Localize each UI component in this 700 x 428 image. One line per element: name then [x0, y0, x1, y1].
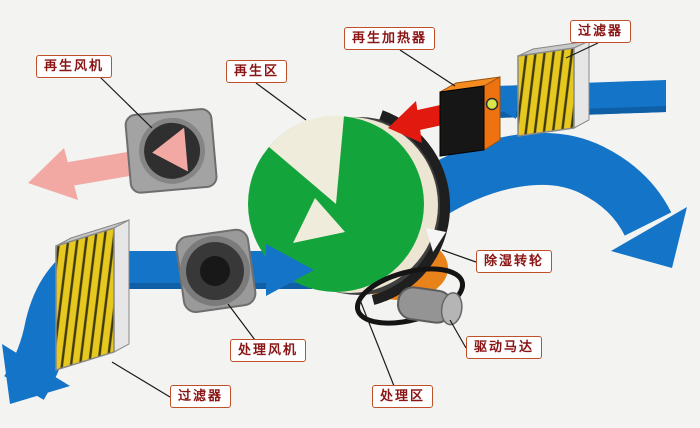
filter-bl-side-frame: [113, 219, 130, 353]
filter-tr-media: [517, 47, 575, 137]
line-process-fan: [227, 303, 256, 341]
line-regen-fan: [99, 76, 153, 129]
label-drive-motor: 驱动马达: [466, 336, 543, 359]
filter-bottom-left: [55, 219, 130, 372]
line-filter-top: [565, 42, 599, 59]
line-wheel: [441, 249, 477, 263]
filter-top-right: [517, 40, 590, 137]
line-regen-heater: [399, 49, 456, 87]
connector-lines: [99, 42, 599, 398]
label-process-zone: 处理区: [372, 385, 434, 408]
regen-intake-arrowhead: [488, 85, 516, 119]
label-regen-heater: 再生加热器: [344, 27, 436, 50]
heater-front-face: [439, 85, 485, 157]
line-process-zone: [359, 299, 395, 387]
process-fan: [175, 228, 257, 313]
filter-tr-side-frame: [573, 40, 590, 129]
regen-fan-flow-arrow: [152, 127, 188, 172]
exhaust-arrowhead: [28, 148, 78, 200]
wheel-inner-arrow: [293, 198, 345, 243]
regen-fan: [124, 108, 218, 194]
label-regen-zone: 再生区: [226, 60, 288, 83]
dry-air-swoosh: [414, 132, 672, 237]
drive-motor: [396, 286, 463, 326]
drive-assembly: [354, 266, 466, 326]
intake-arrowhead: [2, 344, 70, 404]
rotation-arrowhead: [426, 228, 446, 252]
line-filter-bottom: [111, 361, 171, 398]
label-regen-fan: 再生风机: [36, 55, 113, 78]
dry-air-arrowhead: [611, 207, 687, 268]
motor-end-cap: [440, 292, 463, 326]
line-regen-zone: [255, 82, 307, 121]
label-process-fan: 处理风机: [230, 339, 307, 362]
label-filter-top: 过滤器: [570, 20, 632, 43]
regen-heater: [439, 76, 501, 157]
regen-sector-wedge: [269, 115, 344, 204]
heater-side-face: [483, 76, 501, 151]
process-fan-hub: [200, 256, 230, 286]
label-filter-bottom: 过滤器: [170, 385, 232, 408]
filter-bl-media: [55, 226, 115, 372]
process-beam-arrowhead: [266, 244, 314, 296]
hot-air-arrowhead: [388, 101, 422, 143]
heater-indicator-light: [485, 97, 499, 111]
label-desiccant-wheel: 除湿转轮: [476, 250, 553, 273]
line-motor: [449, 319, 467, 349]
